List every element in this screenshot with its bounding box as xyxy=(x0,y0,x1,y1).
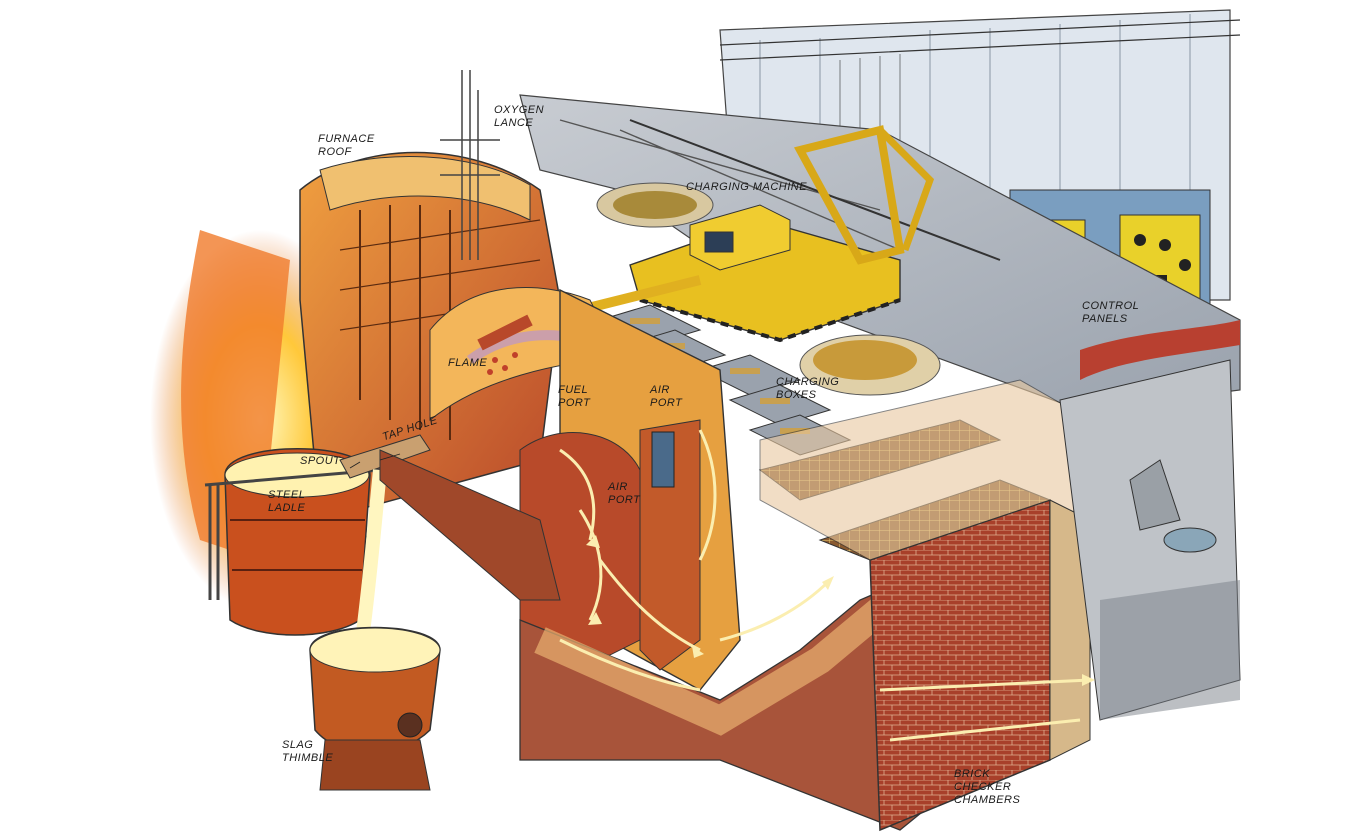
label-oxygen-lance: OXYGEN LANCE xyxy=(494,104,545,129)
regenerator-end-wall xyxy=(1059,359,1241,721)
charging-machine xyxy=(558,125,935,343)
brick-checker-chambers xyxy=(758,379,1091,832)
flow-arrow-heads xyxy=(586,535,1095,686)
label-fuel-port: FUEL PORT xyxy=(558,384,591,409)
label-control-panels: CONTROL PANELS xyxy=(1082,300,1140,325)
slag-thimble xyxy=(309,626,441,791)
material-piles xyxy=(596,182,941,396)
label-spout: SPOUT xyxy=(300,455,341,467)
label-brick-checker-chambers: BRICK CHECKER CHAMBERS xyxy=(954,768,1021,806)
oxygen-lance xyxy=(440,70,500,260)
label-leaders xyxy=(349,453,401,469)
steel-ladle xyxy=(204,448,381,636)
label-slag-thimble: SLAG THIMBLE xyxy=(282,739,334,764)
label-air-port-upper: AIR PORT xyxy=(650,384,683,409)
gas-flow-arrows xyxy=(559,429,1091,742)
label-charging-boxes: CHARGING BOXES xyxy=(776,376,840,401)
label-furnace-roof: FURNACE ROOF xyxy=(318,133,375,158)
label-flame: FLAME xyxy=(448,357,488,369)
label-charging-machine: CHARGING MACHINE xyxy=(686,181,808,193)
tap-hole-channel xyxy=(379,449,561,601)
label-air-port-lower: AIR PORT xyxy=(608,481,641,506)
label-steel-ladle: STEEL LADLE xyxy=(268,489,306,514)
